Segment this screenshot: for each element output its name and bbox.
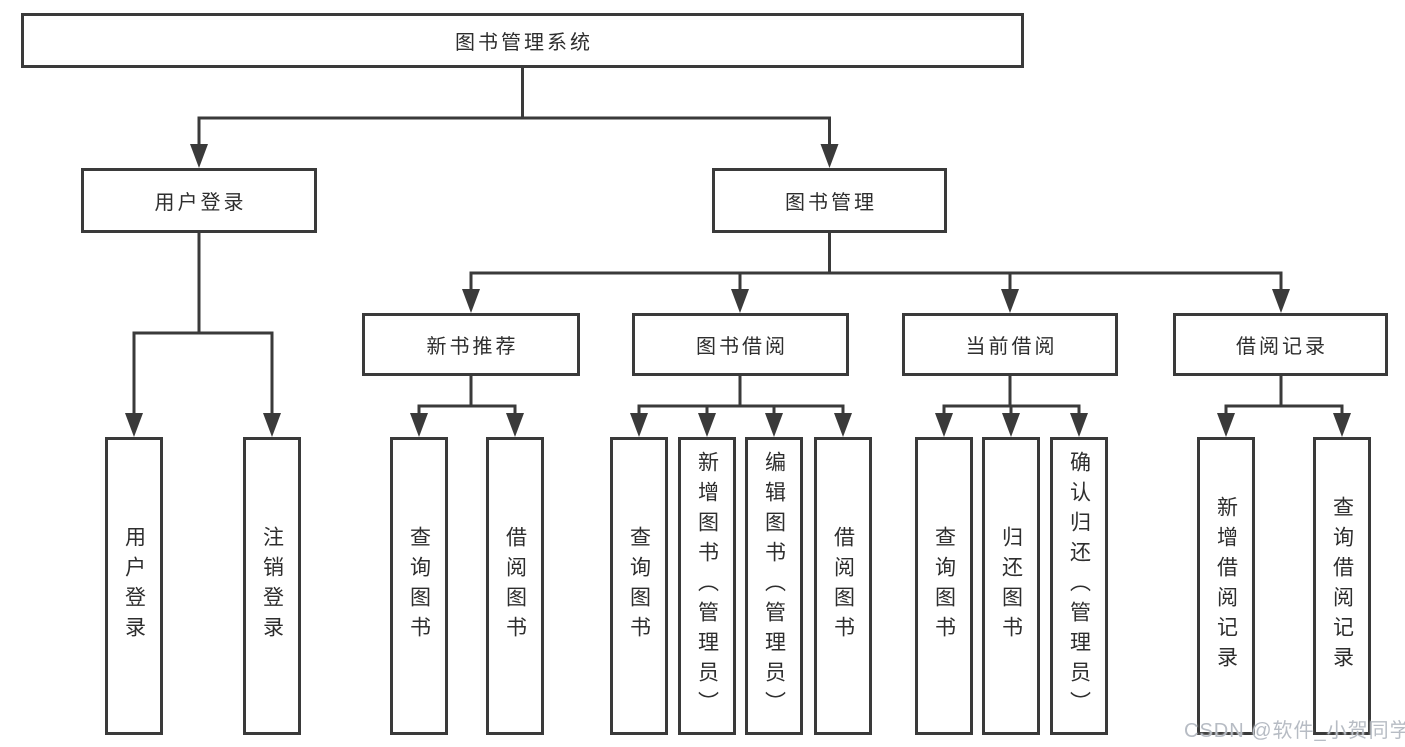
leaf-query-books: 查询图书 (610, 437, 668, 735)
leaf-logout: 注销登录 (243, 437, 301, 735)
arrowhead (1272, 289, 1290, 313)
node-current-borrowing: 当前借阅 (902, 313, 1118, 376)
branch-root-to-level2 (190, 66, 839, 168)
leaf-query-borrow-record: 查询借阅记录 (1313, 437, 1371, 735)
arrowhead (190, 144, 208, 168)
arrowhead (1070, 413, 1088, 437)
arrowhead (462, 289, 480, 313)
arrowhead (1333, 413, 1351, 437)
arrowhead (125, 413, 143, 437)
node-system-root: 图书管理系统 (21, 13, 1024, 68)
arrowhead (698, 413, 716, 437)
node-user-login: 用户登录 (81, 168, 317, 233)
leaf-borrow-books: 借阅图书 (486, 437, 544, 735)
arrowhead (263, 413, 281, 437)
leaf-return-books: 归还图书 (982, 437, 1040, 735)
arrowhead (820, 144, 839, 168)
leaf-borrow-books: 借阅图书 (814, 437, 872, 735)
leaf-add-books-admin: 新增图书（管理员） (678, 437, 736, 735)
arrowhead (765, 413, 783, 437)
branch-borrow-to-leaves (630, 374, 852, 437)
branch-manage-to-level3 (462, 231, 1290, 313)
arrowhead (731, 289, 749, 313)
branch-current-to-leaves (935, 374, 1088, 437)
leaf-edit-books-admin: 编辑图书（管理员） (745, 437, 803, 735)
branch-records-to-leaves (1217, 374, 1351, 437)
arrowhead (834, 413, 852, 437)
arrowhead (506, 413, 524, 437)
leaf-query-books: 查询图书 (390, 437, 448, 735)
node-book-borrowing: 图书借阅 (632, 313, 849, 376)
arrowhead (1002, 413, 1020, 437)
leaf-user-login: 用户登录 (105, 437, 163, 735)
leaf-query-books: 查询图书 (915, 437, 973, 735)
node-book-management: 图书管理 (712, 168, 947, 233)
csdn-watermark: CSDN @软件_小贺同学 (1184, 720, 1405, 742)
node-borrowing-records: 借阅记录 (1173, 313, 1388, 376)
arrowhead (1001, 289, 1019, 313)
branch-newbook-to-leaves (410, 374, 524, 437)
arrowhead (1217, 413, 1235, 437)
arrowhead (410, 413, 428, 437)
arrowhead (935, 413, 953, 437)
arrowhead (630, 413, 648, 437)
node-new-book-recommend: 新书推荐 (362, 313, 580, 376)
branch-login-to-leaves (125, 231, 281, 437)
leaf-confirm-return-admin: 确认归还（管理员） (1050, 437, 1108, 735)
leaf-add-borrow-record: 新增借阅记录 (1197, 437, 1255, 735)
